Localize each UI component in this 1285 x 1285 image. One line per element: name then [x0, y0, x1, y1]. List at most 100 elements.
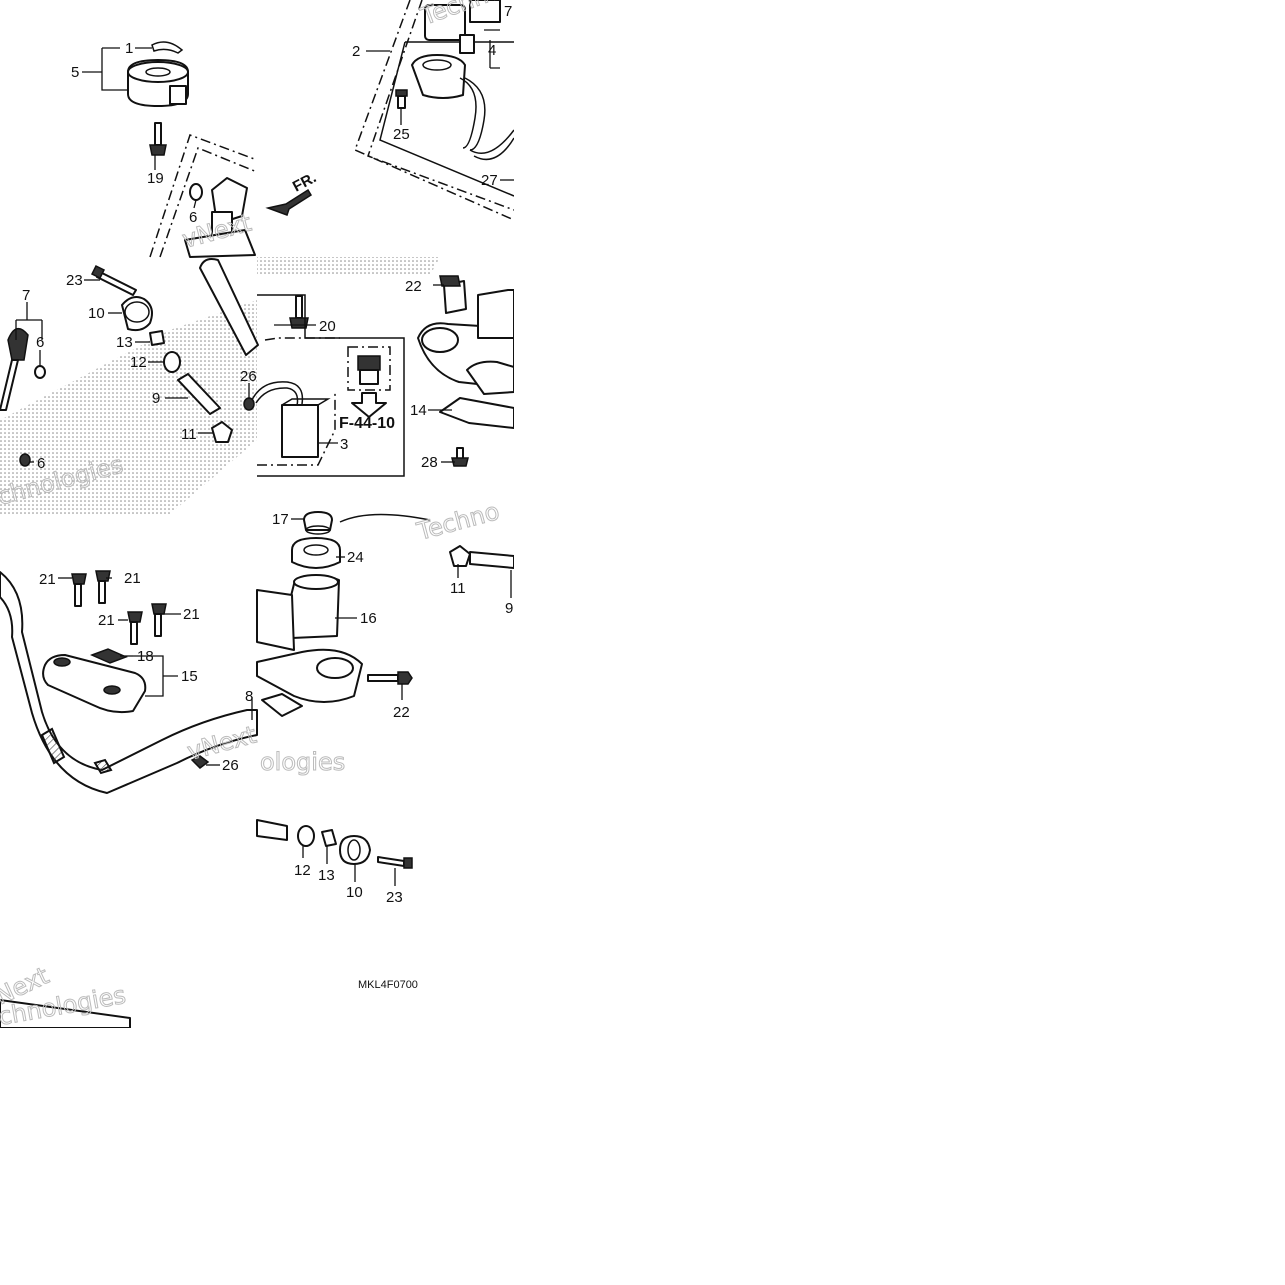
callout-19: 19	[147, 170, 164, 187]
callout-5: 5	[71, 64, 79, 81]
front-arrow-label: FR.	[290, 169, 319, 195]
bolt-part-21-b	[95, 570, 111, 604]
callout-7-b: 7	[22, 287, 30, 304]
lock-cylinder-box	[347, 346, 391, 391]
callout-13: 13	[116, 334, 133, 351]
bolt-part-21-a	[71, 573, 87, 607]
callout-10: 10	[88, 305, 105, 322]
rod-part-9	[177, 373, 221, 415]
nut-part-11	[211, 421, 233, 443]
handlebar	[0, 571, 258, 794]
screw-part-25	[395, 89, 408, 109]
plate-part-18	[90, 648, 128, 664]
dashed-group-outline-2	[354, 0, 515, 221]
callout-25: 25	[393, 126, 410, 143]
tile-mid-center: F-44-10	[243, 257, 515, 477]
handlebar-holder-part-15	[42, 654, 147, 714]
callout-22-b: 22	[393, 704, 410, 721]
dashed-group-outline	[149, 134, 258, 258]
cap-part-17	[303, 511, 333, 535]
bolt-part-22-b	[367, 671, 413, 685]
callout-12-b: 12	[294, 862, 311, 879]
callout-17: 17	[272, 511, 289, 528]
nut-part-24	[291, 537, 341, 569]
callout-27: 27	[481, 172, 498, 189]
screw-part-23-b	[377, 856, 413, 869]
callout-6-b: 6	[36, 334, 44, 351]
reference-arrow	[351, 392, 387, 418]
callout-8: 8	[245, 688, 253, 705]
callout-26-b: 26	[222, 757, 239, 774]
washer-part-6-c	[19, 453, 31, 467]
ignition-lock	[184, 177, 256, 258]
bolt-part-21-d	[151, 603, 167, 637]
clip-part-13-b	[321, 829, 337, 847]
callout-22: 22	[405, 278, 422, 295]
steering-stem-part-16	[256, 574, 363, 717]
leader-lines	[15, 29, 514, 886]
bar-end-weight-part-10	[121, 296, 153, 332]
top-bridge	[417, 289, 515, 429]
callout-11: 11	[181, 426, 197, 443]
tile-bottom-left: Next chnologies	[0, 961, 131, 1031]
callout-21-b: 21	[124, 570, 141, 587]
callout-1: 1	[125, 40, 133, 57]
bar-end-weight-part-10-b	[339, 835, 371, 865]
clip-part-1	[151, 41, 184, 54]
callout-21-a: 21	[39, 571, 56, 588]
tile-top-left: FR. vNext	[127, 41, 319, 258]
callout-7: 7	[504, 3, 512, 20]
callout-21-d: 21	[183, 606, 200, 623]
tile-lower-center: Techno ologies	[256, 497, 515, 777]
callout-6-c: 6	[37, 455, 45, 472]
clip-part-13	[149, 330, 165, 346]
switch-part-4-lower	[411, 54, 515, 161]
tile-mid-left: chnologies	[0, 258, 259, 514]
callout-28: 28	[421, 454, 438, 471]
rod-part-9-b	[469, 551, 515, 569]
tile-top-center: Techno	[354, 0, 515, 221]
watermark-6: ologies	[260, 748, 345, 776]
collar-part-12	[163, 351, 181, 373]
rod-end	[256, 819, 288, 841]
callout-24: 24	[347, 549, 364, 566]
tile-lower-left: vNext	[0, 570, 260, 794]
watermark-5: Techno	[413, 497, 502, 546]
callout-23-b: 23	[386, 889, 403, 906]
handle-tube	[199, 258, 259, 356]
grommet-part-26	[243, 397, 255, 411]
key-part-7	[0, 327, 29, 411]
front-direction-arrow: FR.	[265, 169, 319, 216]
washer-part-6-b	[34, 365, 46, 379]
dotted-background	[0, 300, 257, 514]
callout-15: 15	[181, 668, 198, 685]
bolt-part-19	[149, 122, 167, 156]
nut-part-11-b	[449, 545, 471, 567]
cable-part-3	[251, 381, 331, 458]
callout-numbers: 1 5 2 4 7 25 27 19 6 23 10 13 12 9 11 7 …	[22, 3, 513, 906]
bolt-part-22	[439, 275, 467, 314]
callout-9: 9	[152, 390, 160, 407]
callout-10-b: 10	[346, 884, 363, 901]
collar-part-12-b	[297, 825, 315, 847]
callout-12: 12	[130, 354, 147, 371]
callout-14: 14	[410, 402, 427, 419]
callout-16: 16	[360, 610, 377, 627]
callout-2: 2	[352, 43, 360, 60]
callout-3: 3	[340, 436, 348, 453]
lock-cylinder	[357, 355, 381, 385]
ring-part-5	[127, 59, 189, 107]
callout-6: 6	[189, 209, 197, 226]
callout-9-b: 9	[505, 600, 513, 617]
tile-bottom-center: MKL4F0700	[256, 819, 418, 991]
callout-13-b: 13	[318, 867, 335, 884]
screw-part-23	[90, 264, 137, 296]
grommet-part-26-b	[190, 755, 210, 769]
callout-26: 26	[240, 368, 257, 385]
switch-part-4-upper	[424, 0, 501, 54]
callout-11-b: 11	[450, 580, 466, 597]
callout-18: 18	[137, 648, 154, 665]
callout-4: 4	[488, 42, 496, 59]
